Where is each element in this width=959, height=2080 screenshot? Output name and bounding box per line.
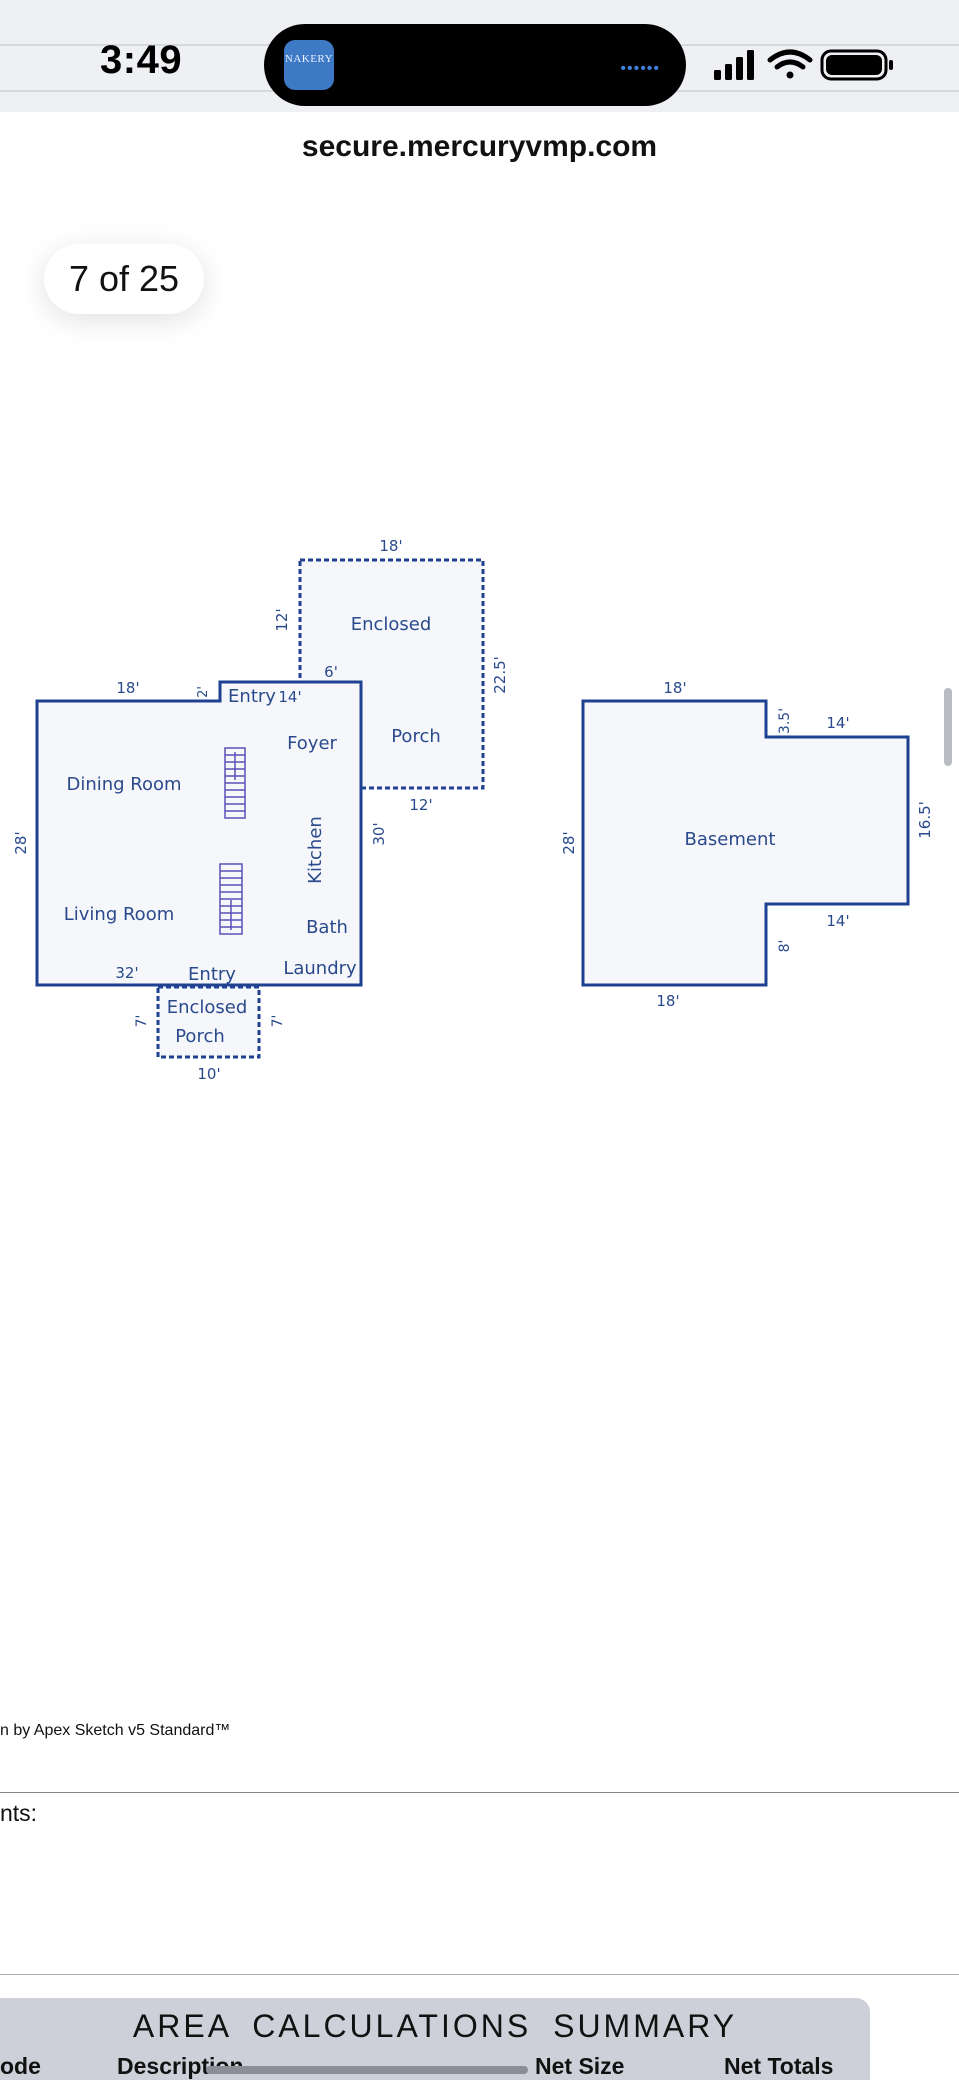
room-entry-top: Entry [228,686,276,707]
room-entry-bottom: Entry [188,964,236,985]
app-icon[interactable]: NAKERY [284,40,334,90]
basement-dim-top: 18' [663,679,686,697]
summary-title: AREA CALCULATIONS SUMMARY [132,2008,738,2044]
porch-bottom-label-1: Enclosed [167,997,248,1018]
basement [581,699,910,987]
basement-dim-right-bottom: 14' [826,912,849,930]
divider [0,1792,959,1793]
battery-icon [820,49,893,81]
column-net-size: Net Size [535,2053,625,2079]
room-dining: Dining Room [66,774,181,795]
room-bath: Bath [306,917,348,938]
porch-bottom-dim-right: 7' [270,1015,286,1028]
porch-top-dim-left: 12' [273,608,291,631]
main-dim-right: 30' [370,822,388,845]
porch-top-label-2: Porch [391,726,441,747]
porch-top-dim-bottom: 12' [409,796,432,814]
basement-dim-right: 16.5' [916,801,934,839]
activity-dots-icon: •••••• [620,60,660,77]
home-indicator[interactable] [206,2066,528,2074]
sketch-credit: n by Apex Sketch v5 Standard™ [0,1722,231,1739]
divider [0,1974,959,1975]
porch-bottom-dim-bottom: 10' [197,1065,220,1080]
porch-top-dim-top: 18' [379,537,402,555]
url-bar[interactable]: secure.mercuryvmp.com [301,130,658,163]
enclosed-porch-bottom [156,985,261,1059]
basement-dim-right-top: 14' [826,714,849,732]
room-laundry: Laundry [283,958,357,979]
basement-dim-left: 28' [560,831,578,854]
main-dim-left: 28' [12,831,30,854]
main-dim-top-right: 14' [278,688,301,706]
status-icons [714,49,893,81]
room-basement: Basement [685,829,776,850]
scrollbar-thumb[interactable] [944,688,952,766]
basement-dim-bottom: 18' [656,992,679,1010]
stairs-icon [219,747,246,935]
porch-bottom-label-2: Porch [175,1026,225,1047]
basement-dim-step-top: 3.5' [777,708,793,734]
room-kitchen: Kitchen [305,816,326,884]
basement-dim-step-bottom: 8' [777,940,793,953]
porch-bottom-dim-left: 7' [134,1015,150,1028]
status-time: 3:49 [100,38,183,82]
main-dim-bottom: 32' [115,964,138,982]
room-living: Living Room [64,904,175,925]
signal-icon [714,50,754,80]
dynamic-island[interactable]: NAKERY •••••• [264,24,686,106]
floor-plan-sketch: Enclosed Porch 18' 12' 6' 22.5' 12' 18' … [12,537,934,1080]
page-indicator: 7 of 25 [44,244,204,314]
wifi-icon [767,49,813,79]
column-code: ode [0,2053,41,2079]
main-floor [35,680,363,987]
app-icon-label: NAKERY [284,53,334,65]
porch-top-dim-right: 22.5' [491,656,509,694]
porch-top-label-1: Enclosed [351,614,432,635]
main-dim-step: 2' [196,686,211,698]
main-dim-top-left: 18' [116,679,139,697]
column-net-totals: Net Totals [724,2053,834,2079]
porch-top-dim-inner: 6' [324,663,338,681]
room-foyer: Foyer [287,733,337,754]
comments-label: nts: [0,1800,38,1826]
area-summary-table: AREA CALCULATIONS SUMMARY ode Descriptio… [0,1998,870,2080]
